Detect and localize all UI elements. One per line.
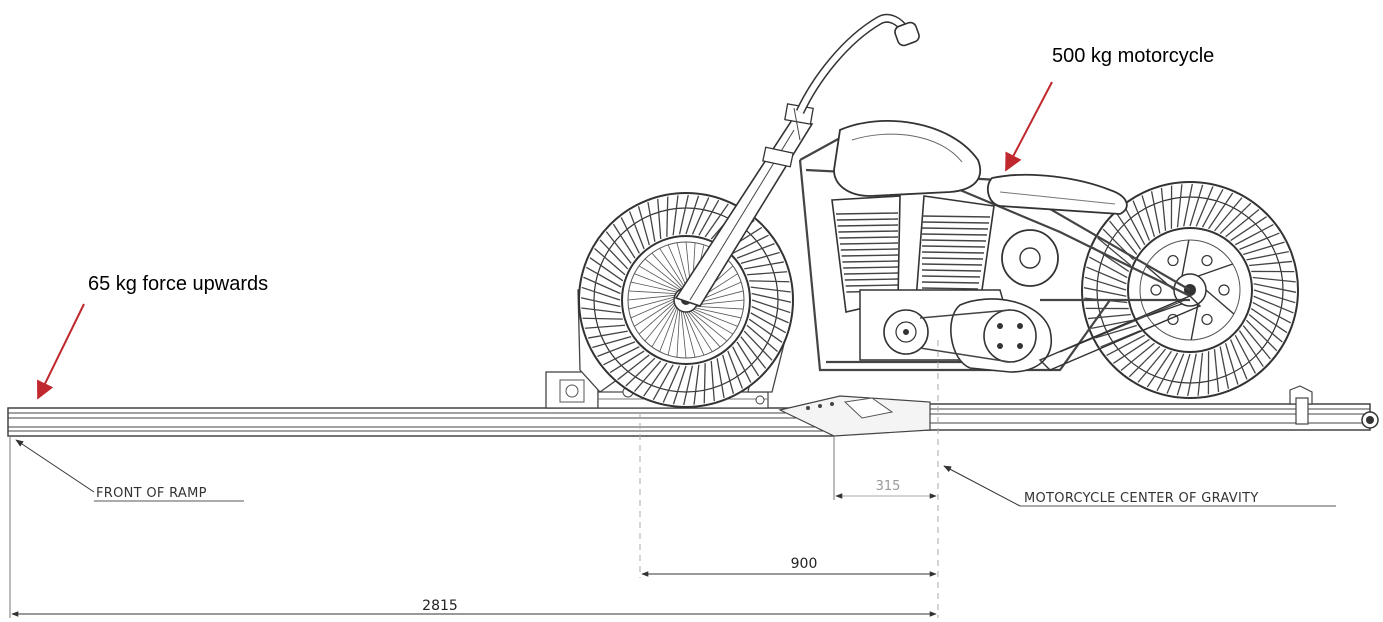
ramp	[7, 385, 1379, 437]
front-of-ramp-text: FRONT OF RAMP	[96, 486, 207, 501]
dimension-900: 900	[791, 556, 818, 572]
seat	[986, 173, 1128, 215]
front-of-ramp-label: FRONT OF RAMP	[15, 439, 244, 502]
drive-chain	[1038, 295, 1202, 371]
dimension-2815: 2815	[422, 598, 458, 614]
motorcycle	[578, 13, 1299, 408]
center-of-gravity-text: MOTORCYCLE CENTER OF GRAVITY	[1024, 491, 1259, 506]
fuel-tank	[833, 120, 981, 197]
front-force-callout: 65 kg force upwards	[37, 273, 268, 400]
dimension-315: 315	[876, 479, 901, 494]
center-of-gravity-label: MOTORCYCLE CENTER OF GRAVITY	[943, 465, 1336, 507]
dimension-lines: 315 900 2815	[9, 340, 939, 618]
front-fork	[674, 103, 814, 307]
handlebar	[795, 13, 920, 114]
engine	[831, 195, 1059, 373]
bike-mass-text: 500 kg motorcycle	[1052, 45, 1214, 67]
front-force-text: 65 kg force upwards	[88, 273, 268, 295]
bike-mass-callout: 500 kg motorcycle	[1005, 45, 1214, 172]
